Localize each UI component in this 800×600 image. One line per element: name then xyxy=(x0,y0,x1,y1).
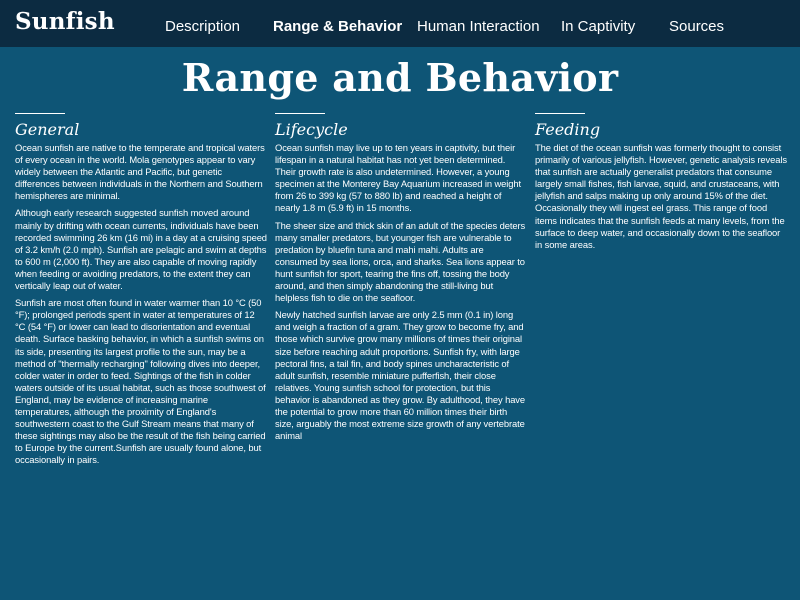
page-title: Range and Behavior xyxy=(181,55,619,100)
section-heading: Feeding xyxy=(535,120,601,139)
nav-in-captivity[interactable]: In Captivity xyxy=(561,18,636,35)
section-divider xyxy=(535,113,585,114)
section-paragraph: Sunfish are most often found in water wa… xyxy=(15,297,266,466)
nav-sources[interactable]: Sources xyxy=(669,18,725,35)
section-divider xyxy=(15,113,65,114)
section-paragraph: The sheer size and thick skin of an adul… xyxy=(275,219,526,304)
section-divider xyxy=(275,113,325,114)
section-lifecycle: Lifecycle Ocean sunfish may live up to t… xyxy=(275,113,527,447)
section-heading: General xyxy=(15,120,80,139)
section-paragraph: Newly hatched sunfish larvae are only 2.… xyxy=(275,309,526,442)
section-paragraph: The diet of the ocean sunfish was former… xyxy=(535,142,787,250)
nav-description[interactable]: Description xyxy=(165,18,241,35)
site-logo[interactable]: Sunfish xyxy=(15,8,115,35)
top-nav-bar: Sunfish Description Range & Behavior Hum… xyxy=(0,0,800,47)
section-heading: Lifecycle xyxy=(275,120,348,139)
section-paragraph: Ocean sunfish are native to the temperat… xyxy=(15,142,265,202)
section-paragraph: Ocean sunfish may live up to ten years i… xyxy=(275,142,521,214)
section-paragraph: Although early research suggested sunfis… xyxy=(15,207,267,292)
section-general: General Ocean sunfish are native to the … xyxy=(15,113,267,471)
nav-range-behavior[interactable]: Range & Behavior xyxy=(273,18,403,35)
nav-human-interaction[interactable]: Human Interaction xyxy=(417,18,540,35)
section-feeding: Feeding The diet of the ocean sunfish wa… xyxy=(535,113,787,256)
